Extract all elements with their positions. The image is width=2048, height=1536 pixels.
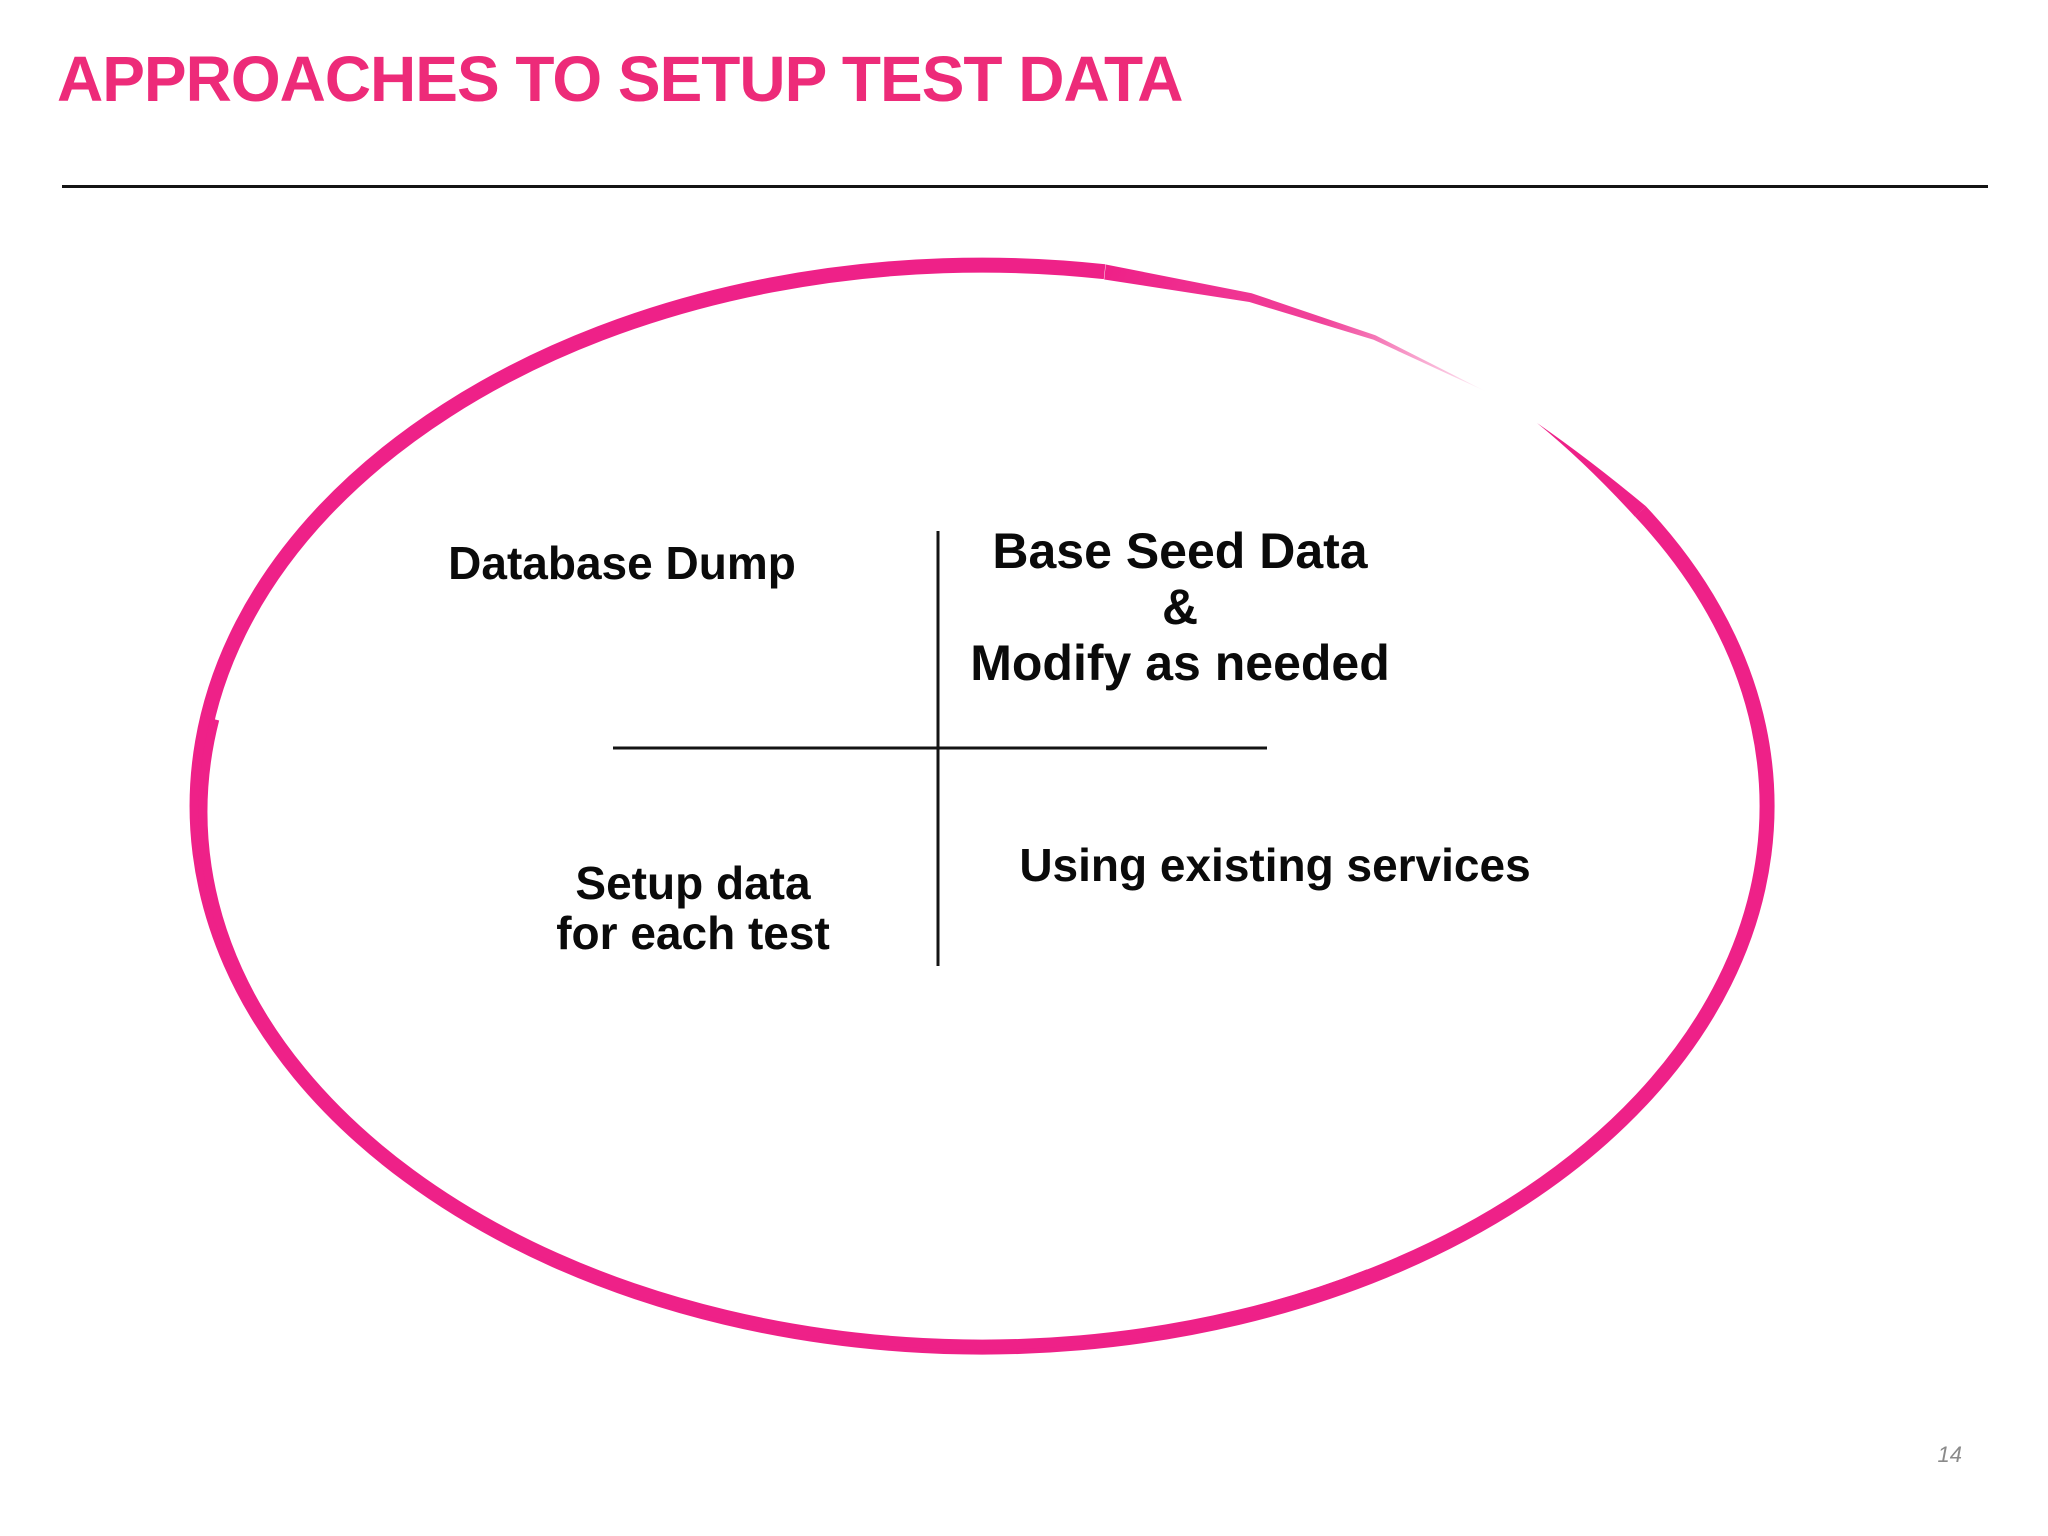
page-number: 14 bbox=[1937, 1442, 1962, 1467]
label-line: Base Seed Data bbox=[992, 523, 1368, 579]
quadrant-label-base-seed-data: Base Seed Data & Modify as needed bbox=[970, 523, 1390, 691]
ellipse-stroke-start-taper bbox=[1537, 423, 1646, 517]
hand-drawn-ellipse bbox=[189, 257, 1775, 1355]
title-underline bbox=[62, 185, 1988, 188]
ellipse-stroke-fade-tail bbox=[1104, 264, 1487, 392]
quadrant-label-database-dump: Database Dump bbox=[448, 538, 796, 588]
ellipse-thick-pass bbox=[198, 718, 1371, 1350]
label-line: Using existing services bbox=[1019, 839, 1531, 891]
label-line: & bbox=[1161, 579, 1199, 635]
label-line: Modify as needed bbox=[970, 635, 1390, 691]
label-line: Database Dump bbox=[448, 537, 796, 589]
quadrant-label-setup-data: Setup data for each test bbox=[556, 858, 830, 958]
slide-title: APPROACHES TO SETUP TEST DATA bbox=[57, 43, 1183, 115]
quadrant-label-using-existing-services: Using existing services bbox=[1019, 840, 1530, 890]
label-line: for each test bbox=[556, 907, 830, 960]
label-line: Setup data bbox=[575, 857, 811, 909]
